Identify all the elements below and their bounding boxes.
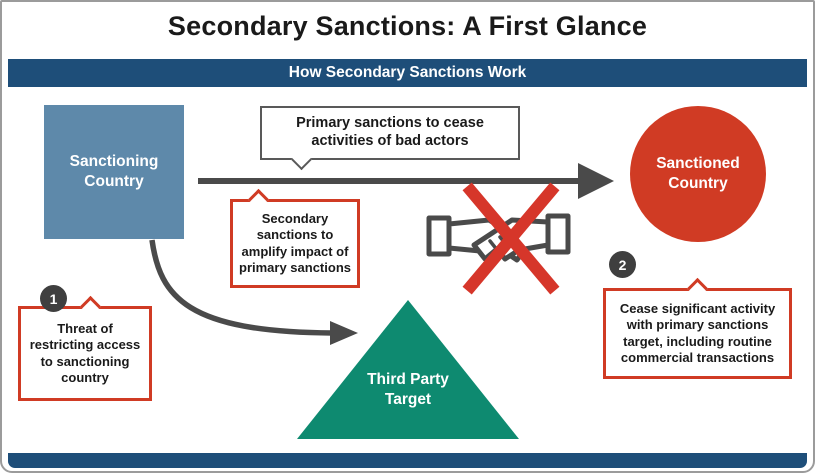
page-title: Secondary Sanctions: A First Glance	[167, 11, 648, 41]
step-1-callout-text: Threat of restricting access to sanction…	[29, 321, 141, 385]
callout-pointer	[290, 149, 313, 171]
sanctioning-country-node: Sanctioning Country	[44, 105, 184, 239]
footer-bar	[8, 453, 807, 468]
section-banner: How Secondary Sanctions Work	[8, 59, 807, 87]
step-1-badge: 1	[40, 285, 67, 312]
third-party-target-label: Third Party Target	[367, 371, 449, 409]
callout-pointer	[686, 277, 709, 300]
secondary-sanctions-callout: Secondary sanctions to amplify impact of…	[230, 188, 360, 288]
primary-sanctions-callout-text: Primary sanctions to cease activities of…	[296, 115, 484, 150]
step-1-callout: Threat of restricting access to sanction…	[18, 295, 152, 401]
step-2-callout-text: Cease significant activity with primary …	[619, 301, 776, 365]
sanctioned-country-node: Sanctioned Country	[630, 106, 766, 242]
callout-pointer	[79, 295, 102, 318]
handshake-icon	[426, 213, 571, 263]
secondary-sanctions-callout-text: Secondary sanctions to amplify impact of…	[239, 211, 351, 275]
primary-sanctions-callout: Primary sanctions to cease activities of…	[260, 106, 520, 171]
callout-pointer	[247, 188, 270, 211]
step-2-callout: Cease significant activity with primary …	[603, 277, 792, 379]
step-2-badge: 2	[609, 251, 636, 278]
x-mark-icon	[462, 182, 560, 295]
section-banner-label: How Secondary Sanctions Work	[288, 64, 527, 81]
sanctioning-country-label: Sanctioning Country	[69, 152, 159, 190]
sanctioned-country-label: Sanctioned Country	[656, 154, 740, 192]
